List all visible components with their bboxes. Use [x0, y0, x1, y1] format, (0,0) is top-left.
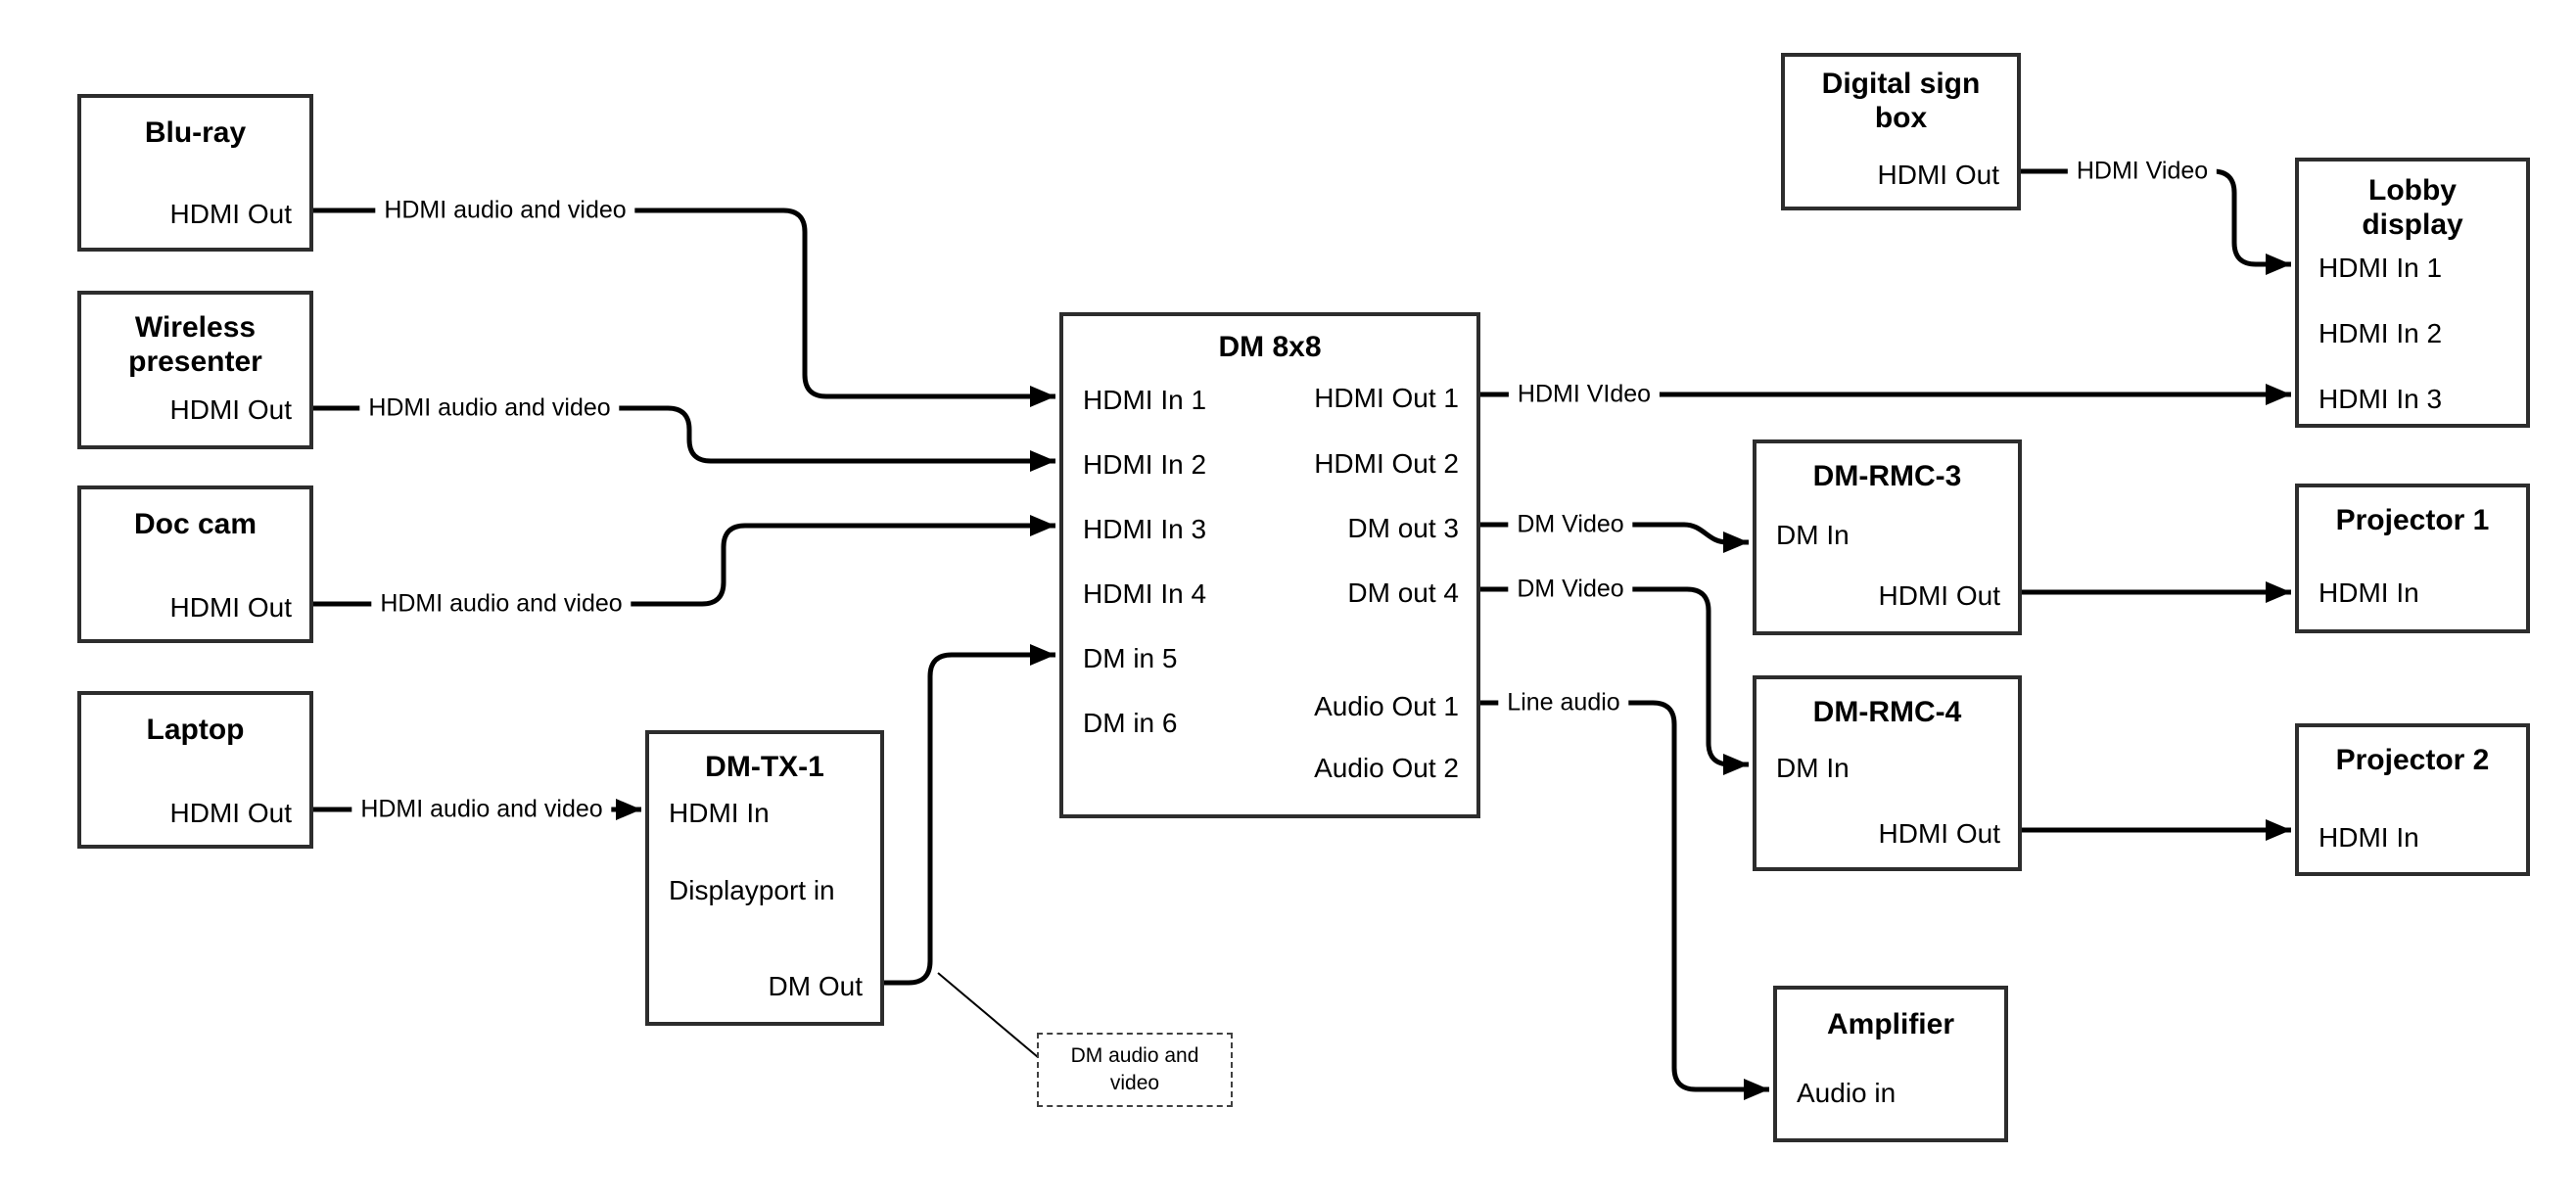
node-doc-cam: Doc cam HDMI Out [77, 485, 313, 643]
port-label: Displayport in [669, 875, 835, 905]
port-label: HDMI In 4 [1083, 578, 1207, 609]
node-title: DM-TX-1 [705, 751, 824, 783]
port-label: HDMI Out [169, 394, 292, 425]
node-title: Blu-ray [144, 116, 247, 149]
node-title: Amplifier [1826, 1008, 1955, 1040]
port-label: DM In [1776, 753, 1850, 783]
edge-label-laptop: HDMI audio and video [351, 796, 612, 823]
port-label: HDMI In 2 [1083, 449, 1207, 480]
note-leader-line [937, 972, 1039, 1058]
node-digital-sign-box: Digital sign box HDMI Out [1781, 53, 2021, 210]
port-label: Audio Out 2 [1314, 753, 1459, 783]
node-dm-rmc-3: DM-RMC-3 DM In HDMI Out [1753, 439, 2022, 635]
edge-label-dm-video-2: DM Video [1508, 576, 1633, 603]
node-title: Digital sign box [1821, 68, 1981, 135]
port-label: DM Out [768, 971, 863, 1001]
edge-label-wireless: HDMI audio and video [359, 394, 620, 422]
edge-label-hdmi-video-1: HDMI VIdeo [1508, 381, 1661, 408]
node-laptop: Laptop HDMI Out [77, 691, 313, 849]
edge-bluray-to-dm8x8 [313, 208, 1055, 407]
port-label: DM in 6 [1083, 708, 1178, 738]
node-lobby-display: Lobby display HDMI In 1 HDMI In 2 HDMI I… [2295, 158, 2530, 428]
port-label: HDMI In 1 [2318, 253, 2443, 283]
node-title: DM-RMC-4 [1812, 696, 1962, 728]
node-blu-ray: Blu-ray HDMI Out [77, 94, 313, 252]
port-label: HDMI Out [169, 199, 292, 229]
node-projector-2: Projector 2 HDMI In [2295, 723, 2530, 876]
edge-dmtx1-to-dm8x8 [884, 644, 1055, 986]
node-title: Lobby display [2362, 174, 2463, 242]
node-title: Wireless presenter [128, 311, 262, 379]
port-label: Audio in [1797, 1078, 1897, 1108]
node-dm-8x8: DM 8x8 HDMI In 1 HDMI In 2 HDMI In 3 HDM… [1059, 312, 1480, 818]
note-text: DM audio and video [1070, 1043, 1199, 1094]
note-dm-audio-video: DM audio and video [1037, 1033, 1233, 1107]
port-label: HDMI Out [169, 592, 292, 623]
edge-dm8x8-to-rmc4 [1480, 586, 1749, 775]
port-label: HDMI Out [1877, 160, 1999, 190]
node-amplifier: Amplifier Audio in [1773, 986, 2008, 1142]
node-title: Doc cam [133, 508, 258, 540]
node-dm-tx-1: DM-TX-1 HDMI In Displayport in DM Out [645, 730, 884, 1026]
port-label: HDMI Out [169, 798, 292, 828]
port-label: HDMI In [2318, 577, 2419, 608]
edge-digitalsign-to-lobby [2021, 168, 2291, 275]
edge-label-line-audio: Line audio [1498, 689, 1629, 716]
port-label: HDMI In 3 [2318, 384, 2443, 414]
node-title: DM-RMC-3 [1812, 460, 1962, 492]
port-label: HDMI Out 2 [1314, 448, 1459, 479]
port-label: HDMI Out [1878, 818, 2000, 849]
node-dm-rmc-4: DM-RMC-4 DM In HDMI Out [1753, 675, 2022, 871]
node-title: DM 8x8 [1218, 331, 1322, 363]
node-title: Laptop [146, 714, 245, 746]
port-label: HDMI Out 1 [1314, 383, 1459, 413]
node-wireless-presenter: Wireless presenter HDMI Out [77, 291, 313, 449]
edge-dm8x8-to-amplifier [1480, 700, 1769, 1100]
edge-label-hdmi-video-2: HDMI Video [2067, 158, 2218, 185]
edge-label-doccam: HDMI audio and video [371, 590, 632, 618]
port-label: Audio Out 1 [1314, 691, 1459, 721]
edge-label-dm-video-1: DM Video [1508, 511, 1633, 538]
port-label: HDMI In 2 [2318, 318, 2443, 348]
port-label: DM out 3 [1347, 513, 1459, 543]
port-label: HDMI Out [1878, 580, 2000, 611]
port-label: DM out 4 [1347, 577, 1459, 608]
port-label: DM in 5 [1083, 643, 1178, 673]
port-label: HDMI In 1 [1083, 385, 1207, 415]
edge-label-bluray: HDMI audio and video [375, 197, 635, 224]
node-projector-1: Projector 1 HDMI In [2295, 484, 2530, 633]
port-label: HDMI In 3 [1083, 514, 1207, 544]
port-label: HDMI In [2318, 822, 2419, 853]
port-label: DM In [1776, 520, 1850, 550]
node-title: Projector 1 [2335, 504, 2490, 536]
node-title: Projector 2 [2335, 744, 2490, 776]
port-label: HDMI In [669, 798, 770, 828]
